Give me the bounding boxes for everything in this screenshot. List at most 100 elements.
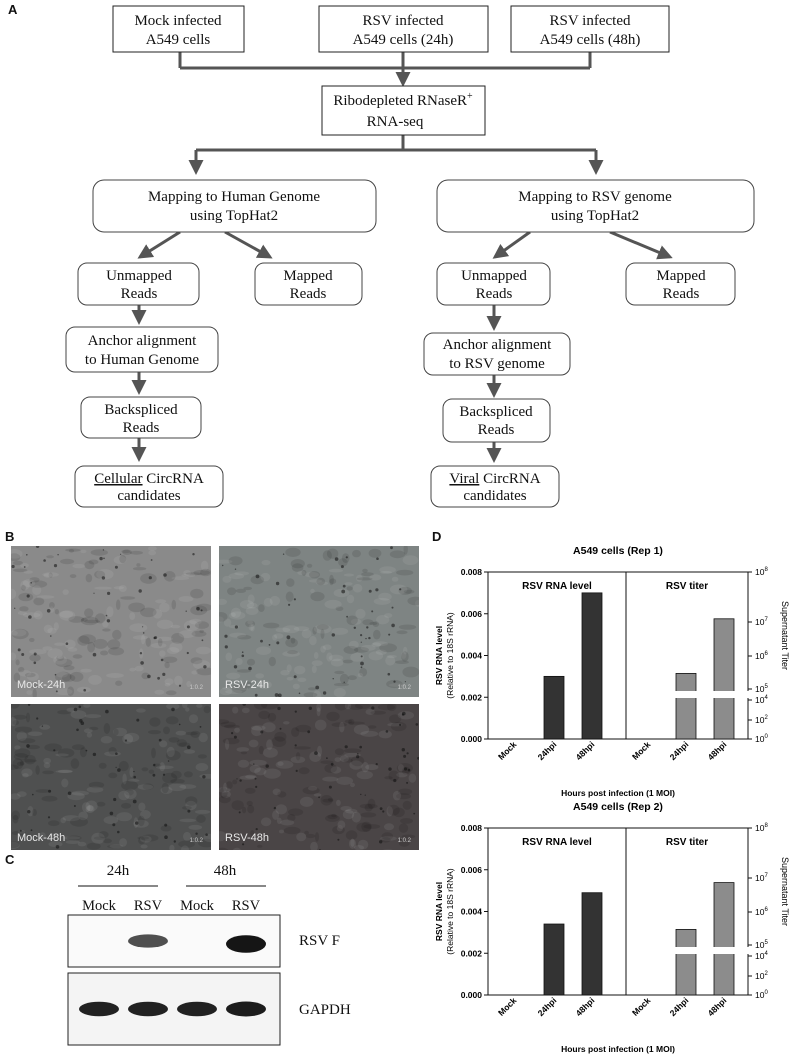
section-header: RSV RNA level (522, 581, 592, 592)
human-anchor-line2: to Human Genome (85, 352, 199, 368)
blot-band (226, 1001, 266, 1017)
section-header: RSV titer (666, 837, 708, 848)
top-box-1-line2: A549 cells (146, 32, 211, 48)
y-tick-right: 100 (755, 734, 768, 744)
cell-texture (219, 546, 419, 697)
section-header: RSV titer (666, 581, 708, 592)
rsv-unmapped-line1: Unmapped (461, 268, 527, 284)
rsv-backspliced-line1: Backspliced (459, 404, 533, 420)
bar-titer-48hpi (713, 882, 735, 996)
y-tick-right: 106 (755, 907, 768, 917)
x-tick-label: 24hpi (668, 739, 691, 762)
y-tick-left: 0.006 (461, 609, 483, 619)
human-backspliced-line2: Reads (123, 420, 160, 436)
lane-label: RSV (232, 898, 261, 914)
y-tick-left: 0.004 (461, 907, 483, 917)
y-tick-right: 104 (755, 951, 768, 961)
timepoint-48h: 48h (214, 863, 237, 879)
x-tick-label: Mock (630, 995, 653, 1018)
y-tick-right: 102 (755, 971, 768, 981)
y-tick-left: 0.004 (461, 651, 483, 661)
y-tick-right: 107 (755, 617, 768, 627)
bar-rna-24hpi (543, 923, 565, 996)
rsv-mapped-line1: Mapped (656, 268, 706, 284)
x-tick-label: Mock (630, 739, 653, 762)
bar-rna-48hpi (581, 592, 603, 740)
top-box-1-line1: Mock infected (134, 13, 222, 29)
blot-band (128, 1001, 168, 1017)
lane-label: Mock (180, 898, 215, 914)
timepoint-24h: 24h (107, 863, 130, 879)
top-box-2-line2: A549 cells (24h) (353, 32, 454, 48)
x-tick-label: 48hpi (574, 995, 597, 1018)
y-axis-title-left: RSV RNA level (434, 882, 444, 941)
rsv-backspliced-line2: Reads (478, 422, 515, 438)
scale-bar-label: 1:0.2 (189, 685, 203, 691)
micrograph-mock-24h: Mock-24h 1:0.2 (11, 546, 211, 697)
scale-bar-label: 1:0.2 (189, 838, 203, 844)
micrograph-mock-48h: Mock-48h 1:0.2 (11, 704, 211, 850)
panel-label-b: B (5, 529, 15, 544)
y-tick-left: 0.002 (461, 692, 483, 702)
x-tick-label: 48hpi (574, 739, 597, 762)
rsv-anchor-line1: Anchor alignment (443, 337, 553, 353)
rnaseq-line1: Ribodepleted RNaseR+ (333, 91, 473, 109)
micrograph-label: RSV-24h (225, 679, 270, 691)
y-tick-right: 106 (755, 651, 768, 661)
rsv-candidates-line2: candidates (463, 488, 526, 504)
rnaseq-line2: RNA-seq (367, 114, 424, 130)
chart-title: A549 cells (Rep 1) (573, 545, 663, 557)
y-tick-left: 0.000 (461, 734, 483, 744)
y-tick-right: 108 (755, 567, 768, 577)
plot-frame (487, 571, 749, 740)
x-axis-title: Hours post infection (1 MOI) (561, 788, 675, 798)
rsv-candidates-line1: Viral CircRNA (449, 471, 540, 487)
y-tick-left: 0.000 (461, 990, 483, 1000)
blot-label-rsv-f: RSV F (299, 933, 340, 949)
y-tick-right: 108 (755, 823, 768, 833)
top-box-3-line2: A549 cells (48h) (540, 32, 641, 48)
y-tick-right: 100 (755, 990, 768, 1000)
human-backspliced-line1: Backspliced (104, 402, 178, 418)
blot-label-gapdh: GAPDH (299, 1002, 351, 1018)
scale-bar-label: 1:0.2 (397, 838, 411, 844)
x-tick-label: 48hpi (706, 739, 729, 762)
flowchart: Mock infected A549 cells RSV infected A5… (65, 5, 755, 508)
x-axis-title: Hours post infection (1 MOI) (561, 1044, 675, 1054)
top-box-3-line1: RSV infected (550, 13, 631, 29)
axis-break (656, 691, 754, 698)
bar-chart-rep1: A549 cells (Rep 1)0.0000.0020.0040.0060.… (434, 545, 790, 798)
human-map-line1: Mapping to Human Genome (148, 189, 320, 205)
human-unmapped-line2: Reads (121, 286, 158, 302)
rsv-map-line2: using TopHat2 (551, 208, 639, 224)
y-tick-right: 105 (755, 684, 768, 694)
panel-label-d: D (432, 529, 442, 544)
y-tick-right: 107 (755, 873, 768, 883)
cell-texture (11, 546, 211, 697)
y-tick-left: 0.008 (461, 823, 483, 833)
bar-chart-rep2: A549 cells (Rep 2)0.0000.0020.0040.0060.… (434, 801, 790, 1054)
blot-band (226, 935, 266, 953)
rsv-mapped-line2: Reads (663, 286, 700, 302)
blot-band (128, 934, 168, 948)
blot-band (79, 1001, 119, 1017)
bar-rna-24hpi (543, 675, 565, 740)
top-box-2-line1: RSV infected (363, 13, 444, 29)
panel-label-c: C (5, 852, 15, 867)
bar-rna-48hpi (581, 892, 603, 996)
section-header: RSV RNA level (522, 837, 592, 848)
panel-label-a: A (8, 2, 18, 17)
human-mapped-line2: Reads (290, 286, 327, 302)
micrograph-label: RSV-48h (225, 832, 270, 844)
axis-break (656, 947, 754, 954)
micrograph-label: Mock-48h (17, 832, 66, 844)
cell-texture (11, 704, 211, 850)
bar-titer-48hpi (713, 618, 735, 740)
y-tick-right: 104 (755, 695, 768, 705)
y-tick-right: 105 (755, 940, 768, 950)
rsv-unmapped-line2: Reads (476, 286, 513, 302)
y-axis-title-right: Supernatant Titer (780, 601, 790, 670)
lane-label: RSV (134, 898, 163, 914)
x-tick-label: Mock (496, 995, 519, 1018)
